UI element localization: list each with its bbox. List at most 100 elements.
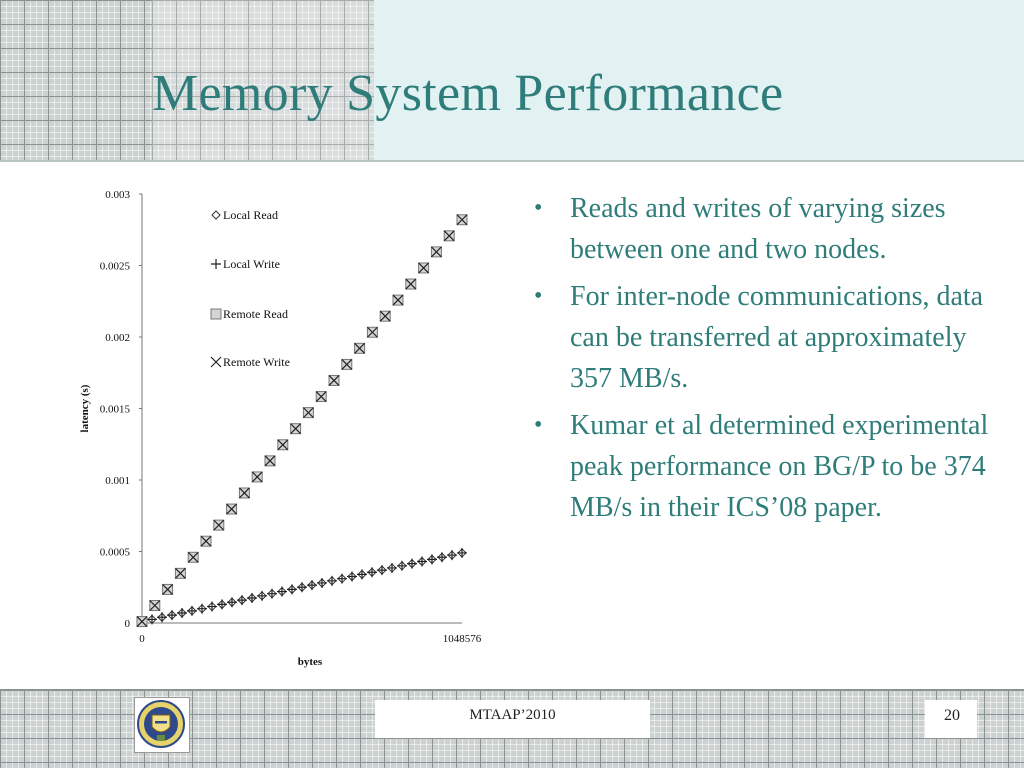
latency-chart: 0 0.0005 0.001 0.0015 0.002 0.0025 0.003 0 10485… (79, 189, 482, 668)
page-number-panel (925, 700, 977, 738)
x-tick-label: 0 (139, 633, 145, 645)
x-axis-label: bytes (298, 656, 323, 668)
data-point (226, 503, 238, 515)
legend-entry: Local Read (211, 208, 278, 222)
data-point (200, 535, 212, 547)
data-point (238, 487, 250, 499)
data-point (379, 310, 391, 322)
data-point (367, 567, 377, 578)
y-tick-label: 0 (125, 618, 131, 630)
bullet-item: • Reads and writes of varying sizes betwe… (530, 188, 1000, 270)
legend-entry: Remote Read (210, 307, 288, 321)
data-point (290, 423, 302, 435)
data-point (251, 471, 263, 483)
footer-text-panel (375, 700, 650, 738)
data-point (177, 607, 187, 618)
page-title: Memory System Performance (152, 65, 784, 122)
y-axis-label: latency (s) (79, 384, 91, 432)
data-point (277, 439, 289, 451)
header-band (374, 0, 1024, 162)
data-point (447, 550, 457, 561)
bullet-dot-icon: • (534, 283, 543, 309)
header-grid-middle (152, 0, 374, 162)
data-point (213, 519, 225, 531)
data-point (307, 580, 317, 591)
y-tick-label: 0.0025 (100, 261, 131, 273)
bullet-text: Kumar et al determined experimental peak… (570, 410, 989, 523)
data-point (456, 214, 468, 226)
footer-text: MTAAP’2010 (469, 707, 556, 723)
legend-marker (210, 356, 222, 368)
series-remote-write (136, 214, 468, 627)
data-point (174, 567, 186, 579)
data-point (387, 562, 397, 573)
data-point (257, 590, 267, 601)
bullet-dot-icon: • (534, 195, 543, 221)
y-tick-label: 0.001 (105, 475, 130, 487)
page-number: 20 (944, 707, 960, 724)
data-point (237, 595, 247, 606)
data-point (427, 554, 437, 565)
y-tick-label: 0.003 (105, 189, 130, 201)
header-grid-left (0, 0, 152, 162)
data-point (197, 603, 207, 614)
data-point (417, 556, 427, 567)
data-point (162, 583, 174, 595)
legend-label: Remote Read (223, 307, 288, 321)
data-point (149, 600, 161, 611)
data-point (315, 391, 327, 402)
legend-marker (211, 259, 221, 269)
data-point (207, 601, 217, 612)
data-point (264, 455, 276, 467)
data-point (297, 582, 307, 593)
university-seal-icon (137, 700, 185, 748)
legend-entry: Remote Write (210, 355, 290, 369)
data-point (217, 599, 227, 610)
data-point (397, 560, 407, 571)
legend-label: Local Read (223, 208, 278, 222)
data-point (437, 552, 447, 563)
data-point (341, 358, 353, 370)
footer-divider (0, 689, 1024, 690)
data-point (337, 573, 347, 584)
series-remote-read (136, 214, 468, 628)
y-tick-label: 0.0015 (100, 404, 131, 416)
data-point (167, 610, 177, 621)
data-point (377, 565, 387, 576)
data-point (267, 588, 277, 599)
data-point (187, 551, 199, 563)
bullet-text: For inter-node communications, data can … (570, 281, 984, 394)
bullet-item: • For inter-node communications, data can… (530, 276, 1000, 399)
data-point (366, 326, 378, 338)
data-point (405, 278, 417, 290)
legend-entry: Local Write (211, 257, 280, 271)
bullet-item: • Kumar et al determined experimental pea… (530, 405, 1000, 528)
data-point (136, 616, 148, 627)
data-point (430, 246, 442, 258)
data-point (317, 577, 327, 588)
y-tick-label: 0.0005 (100, 547, 131, 559)
data-point (302, 407, 314, 419)
legend-label: Local Write (223, 257, 280, 271)
legend-marker (210, 308, 222, 320)
data-point (147, 614, 157, 625)
data-point (327, 575, 337, 586)
data-point (392, 294, 404, 306)
y-tick-label: 0.002 (105, 332, 130, 344)
series-local-write (137, 547, 467, 627)
data-point (227, 597, 237, 608)
data-point (287, 584, 297, 595)
data-point (247, 592, 257, 603)
data-point (418, 262, 430, 274)
legend-marker (211, 210, 221, 220)
data-point (407, 558, 417, 569)
data-point (328, 375, 340, 386)
bullet-text: Reads and writes of varying sizes betwee… (570, 193, 946, 265)
header-divider (0, 160, 1024, 162)
data-point (443, 230, 455, 242)
data-point (157, 612, 167, 623)
data-point (354, 342, 366, 354)
bullet-dot-icon: • (534, 412, 543, 438)
x-tick-label: 1048576 (443, 633, 482, 645)
data-point (187, 605, 197, 616)
